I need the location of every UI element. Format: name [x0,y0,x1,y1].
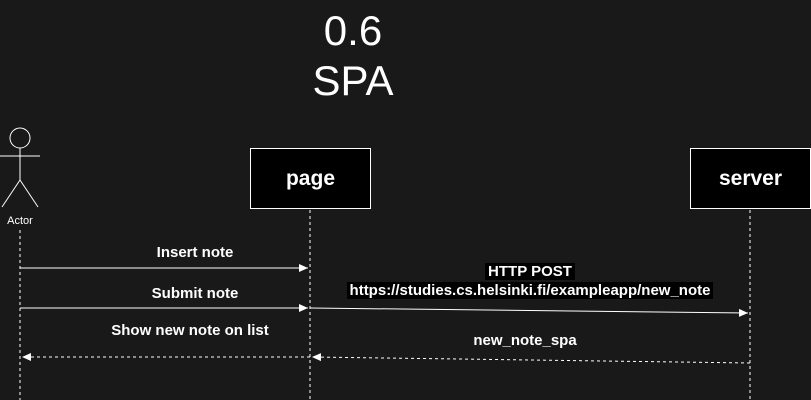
http-post-method: HTTP POST [485,263,575,280]
http-post-arrow [309,307,749,317]
participant-server: server [690,148,811,209]
http-post-label: HTTP POST https://studies.cs.helsinki.fi… [320,262,740,300]
show-new-note-label: Show new note on list [111,322,269,339]
participant-page: page [250,148,371,209]
http-post-url: https://studies.cs.helsinki.fi/exampleap… [346,282,714,299]
actor-icon [0,127,40,208]
diagram-title-number: 0.6 [323,7,383,54]
new-note-spa-arrow [311,353,751,364]
submit-note-label: Submit note [151,285,239,302]
insert-note-label: Insert note [156,244,234,261]
diagram-title-text: SPA [312,57,394,104]
participant-page-label: page [285,166,335,190]
participant-server-label: server [718,166,783,190]
new-note-spa-label: new_note_spa [473,332,577,349]
actor-label: Actor [7,215,33,227]
